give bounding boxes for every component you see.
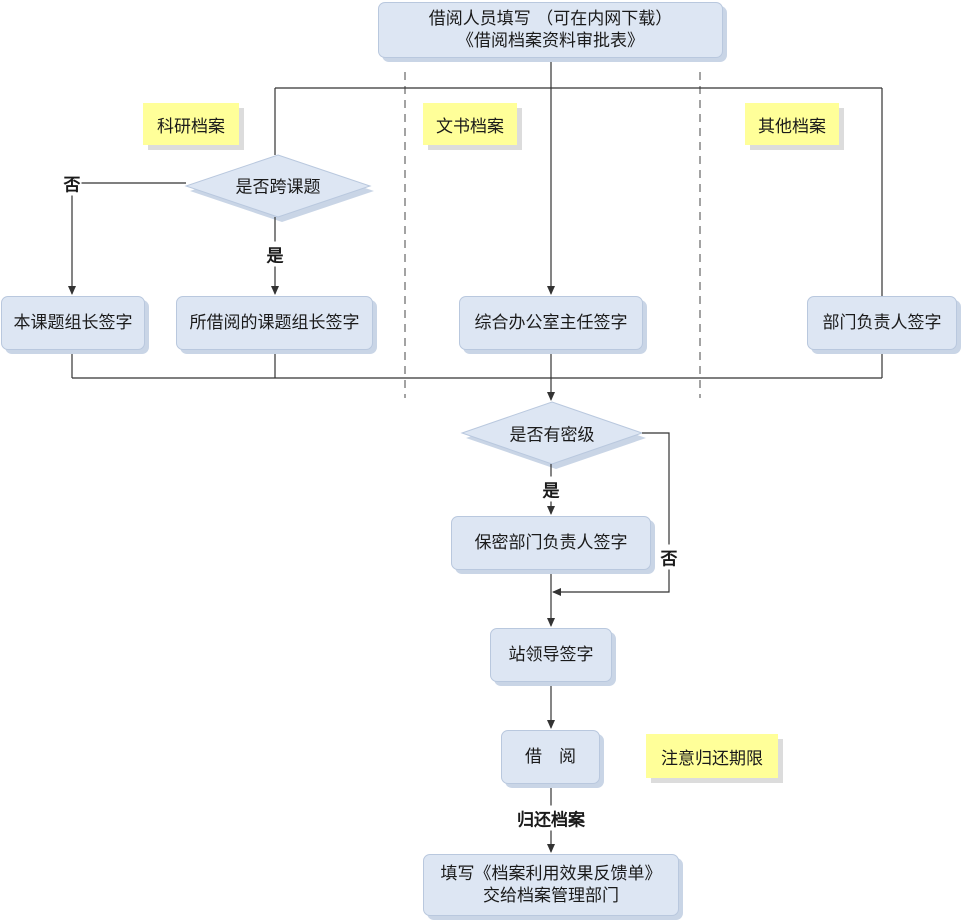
feedback-line-2: 交给档案管理部门 xyxy=(483,886,619,906)
box-security-head: 保密部门负责人签字 xyxy=(451,516,651,570)
decision-classified-label: 是否有密级 xyxy=(509,425,595,446)
box-feedback: 填写《档案利用效果反馈单》 交给档案管理部门 xyxy=(423,854,679,916)
box-office-director: 综合办公室主任签字 xyxy=(459,296,643,350)
note-document: 文书档案 xyxy=(423,103,517,145)
start-box: 借阅人员填写 （可在内网下载） 《借阅档案资料审批表》 xyxy=(378,2,723,58)
feedback-line-1: 填写《档案利用效果反馈单》 xyxy=(440,864,662,884)
start-line-1: 借阅人员填写 （可在内网下载） xyxy=(428,9,673,29)
box-own-leader: 本课题组长签字 xyxy=(1,296,145,350)
box-dept-head: 部门负责人签字 xyxy=(807,296,957,350)
edge-label-no-classified: 否 xyxy=(659,544,679,570)
box-borrow: 借 阅 xyxy=(501,730,600,784)
note-research: 科研档案 xyxy=(143,103,239,145)
arrow-no-cross xyxy=(68,182,186,295)
box-borrowed-leader: 所借阅的课题组长签字 xyxy=(176,296,373,350)
note-return-deadline: 注意归还期限 xyxy=(646,734,778,778)
edge-label-no-cross: 否 xyxy=(62,170,82,196)
edge-label-return: 归还档案 xyxy=(516,805,586,831)
note-other: 其他档案 xyxy=(745,103,839,145)
edge-label-yes-cross: 是 xyxy=(265,241,285,267)
decision-cross-project xyxy=(184,154,372,218)
arrow-no-classified xyxy=(552,432,670,596)
decision-classified xyxy=(460,401,644,465)
decision-cross-project-label: 是否跨课题 xyxy=(235,177,321,198)
box-station-leader: 站领导签字 xyxy=(490,628,612,682)
start-line-2: 《借阅档案资料审批表》 xyxy=(457,31,644,51)
edge-label-yes-classified: 是 xyxy=(541,476,561,502)
